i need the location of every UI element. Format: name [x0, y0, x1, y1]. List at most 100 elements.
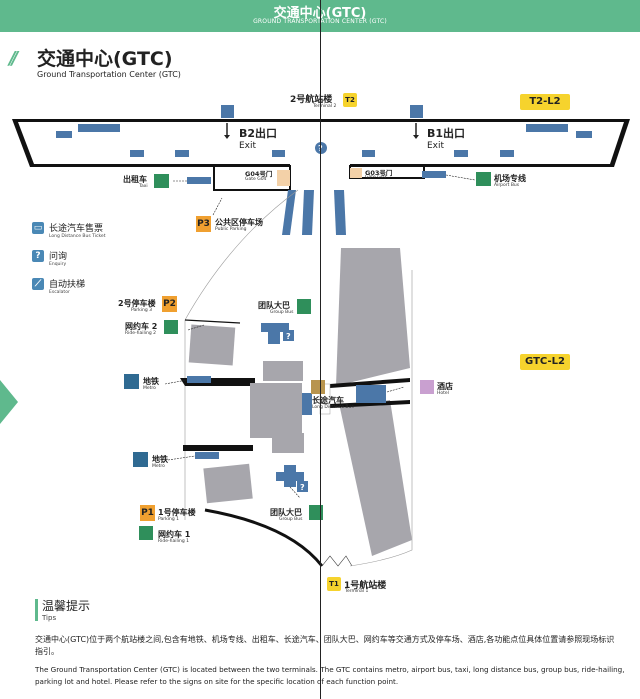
walkway-stripe	[334, 190, 346, 235]
ridehail1-label-en: Ride-hailing 1	[158, 539, 189, 544]
exit-sign-icon	[410, 105, 423, 118]
gate-g03-label: G03号门	[365, 169, 393, 177]
escalator-block	[261, 323, 289, 332]
gate-g04-label-en: Gate G04	[245, 177, 267, 182]
gtc-east-border	[349, 270, 413, 567]
page-subtitle: Ground Transportation Center (GTC)	[37, 70, 181, 79]
t2-block	[576, 131, 592, 138]
parking1-label[interactable]: 1号停车楼	[158, 508, 196, 517]
escalator-block	[187, 376, 211, 383]
terminal-1-label: 1号航站楼	[344, 581, 387, 591]
ridehail1-label[interactable]: 网约车 1	[158, 530, 191, 539]
exit-b1-label[interactable]: B1出口	[427, 127, 466, 140]
banner-title: 交通中心(GTC)	[0, 2, 640, 21]
gate-g04-door	[277, 170, 290, 186]
escalator-block	[302, 393, 312, 415]
t2-block	[130, 150, 144, 157]
hotel-icon	[420, 380, 434, 394]
banner-subtitle: GROUND TRANSPORTATION CENTER (GTC)	[253, 18, 387, 25]
level-tag-t2: T2-L2	[520, 94, 570, 110]
terminal-2-badge: T2	[343, 93, 357, 107]
hotel-label-en: Hotel	[437, 391, 449, 396]
public-parking-label[interactable]: 公共区停车场	[215, 218, 263, 227]
parking3-label-en: Parking 3	[131, 308, 152, 313]
legend-label: 长途汽车售票	[49, 224, 104, 234]
center-divider	[320, 0, 321, 699]
group-bus-top-label-en: Group Bus	[270, 310, 294, 315]
question-icon-glyph: ?	[286, 332, 291, 341]
gtc-outline	[183, 445, 253, 451]
gtc-building	[263, 361, 303, 381]
metro-bottom-label[interactable]: 地铁	[152, 455, 168, 464]
escalator-block	[422, 171, 446, 178]
long-bus-icon	[311, 380, 325, 394]
gtc-south-zigzag	[321, 555, 353, 567]
group-bus-top-label[interactable]: 团队大巴	[258, 301, 290, 310]
terminal-2-label-en: Terminal 2	[313, 104, 337, 109]
p1-badge-icon: P1	[140, 505, 155, 521]
ridehail2-label[interactable]: 网约车 2	[125, 322, 158, 331]
parking1-label-en: Parking 1	[158, 517, 179, 522]
t2-block	[362, 150, 375, 157]
escalator-block	[284, 465, 296, 487]
legend-label-en: Enquiry	[49, 262, 67, 267]
hotel-label[interactable]: 酒店	[437, 382, 453, 391]
p2-badge-icon: P2	[162, 296, 177, 312]
tips-body-en: The Ground Transportation Center (GTC) i…	[35, 665, 625, 686]
side-tab-icon[interactable]	[0, 380, 18, 424]
t2-block	[175, 150, 189, 157]
t2-block	[56, 131, 72, 138]
title-slash-icon: //	[9, 48, 18, 69]
question-icon	[297, 481, 308, 492]
gtc-south-curve	[204, 508, 324, 567]
group-bus-icon	[297, 299, 311, 314]
path-arrow	[289, 486, 301, 499]
escalator-icon: ⟋	[32, 277, 44, 290]
legend-label: 问询	[49, 252, 68, 262]
tips-accent-bar	[35, 599, 38, 621]
t2-block	[454, 150, 468, 157]
airport-bus-label[interactable]: 机场专线	[494, 174, 526, 183]
terminal-2-label: 2号航站楼	[290, 95, 333, 105]
path-arrow	[413, 135, 419, 139]
exit-b2-label-en: Exit	[239, 141, 257, 151]
path-arrow	[167, 455, 196, 461]
parking3-label[interactable]: 2号停车楼	[118, 299, 156, 308]
metro-top-label[interactable]: 地铁	[143, 377, 159, 386]
question-icon-glyph: ?	[300, 483, 305, 492]
ridehail2-label-en: Ride-hailing 2	[125, 331, 156, 336]
path-arrow	[187, 324, 205, 331]
ride-hailing-icon	[164, 320, 178, 334]
gtc-west-border	[184, 319, 241, 324]
tips-title: 温馨提示	[42, 599, 91, 613]
group-bus-bottom-label[interactable]: 团队大巴	[270, 508, 302, 517]
legend-enquiry: ? 问询	[32, 249, 67, 262]
gate-g03-label-en: Gate G03	[365, 175, 387, 180]
p3-badge-icon: P3	[196, 216, 211, 232]
group-bus-icon	[309, 505, 323, 520]
long-bus-label[interactable]: 长途汽车	[312, 396, 344, 405]
gtc-road-bar	[330, 378, 410, 388]
metro-top-label-en: Metro	[143, 386, 156, 391]
gtc-building	[272, 433, 304, 453]
exit-sign-icon	[221, 105, 234, 118]
gtc-building	[203, 463, 253, 504]
exit-b2-label[interactable]: B2出口	[239, 127, 278, 140]
exit-b1-label-en: Exit	[427, 141, 445, 151]
walkway-stripe	[282, 190, 296, 235]
gtc-building	[250, 383, 302, 438]
legend-label-en: Escalator	[49, 290, 70, 295]
gtc-building	[336, 248, 410, 386]
airport-bus-icon	[476, 172, 491, 186]
question-icon: ?	[32, 249, 44, 262]
taxi-label[interactable]: 出租车	[123, 175, 147, 184]
path-arrow	[212, 197, 223, 216]
t2-block	[272, 150, 285, 157]
taxi-icon	[154, 174, 169, 188]
question-icon	[315, 142, 327, 154]
ride-hailing-icon	[139, 526, 153, 540]
legend-escalator: ⟋ 自动扶梯	[32, 277, 85, 290]
t2-block	[78, 124, 120, 132]
page-title: 交通中心(GTC)	[37, 48, 173, 70]
